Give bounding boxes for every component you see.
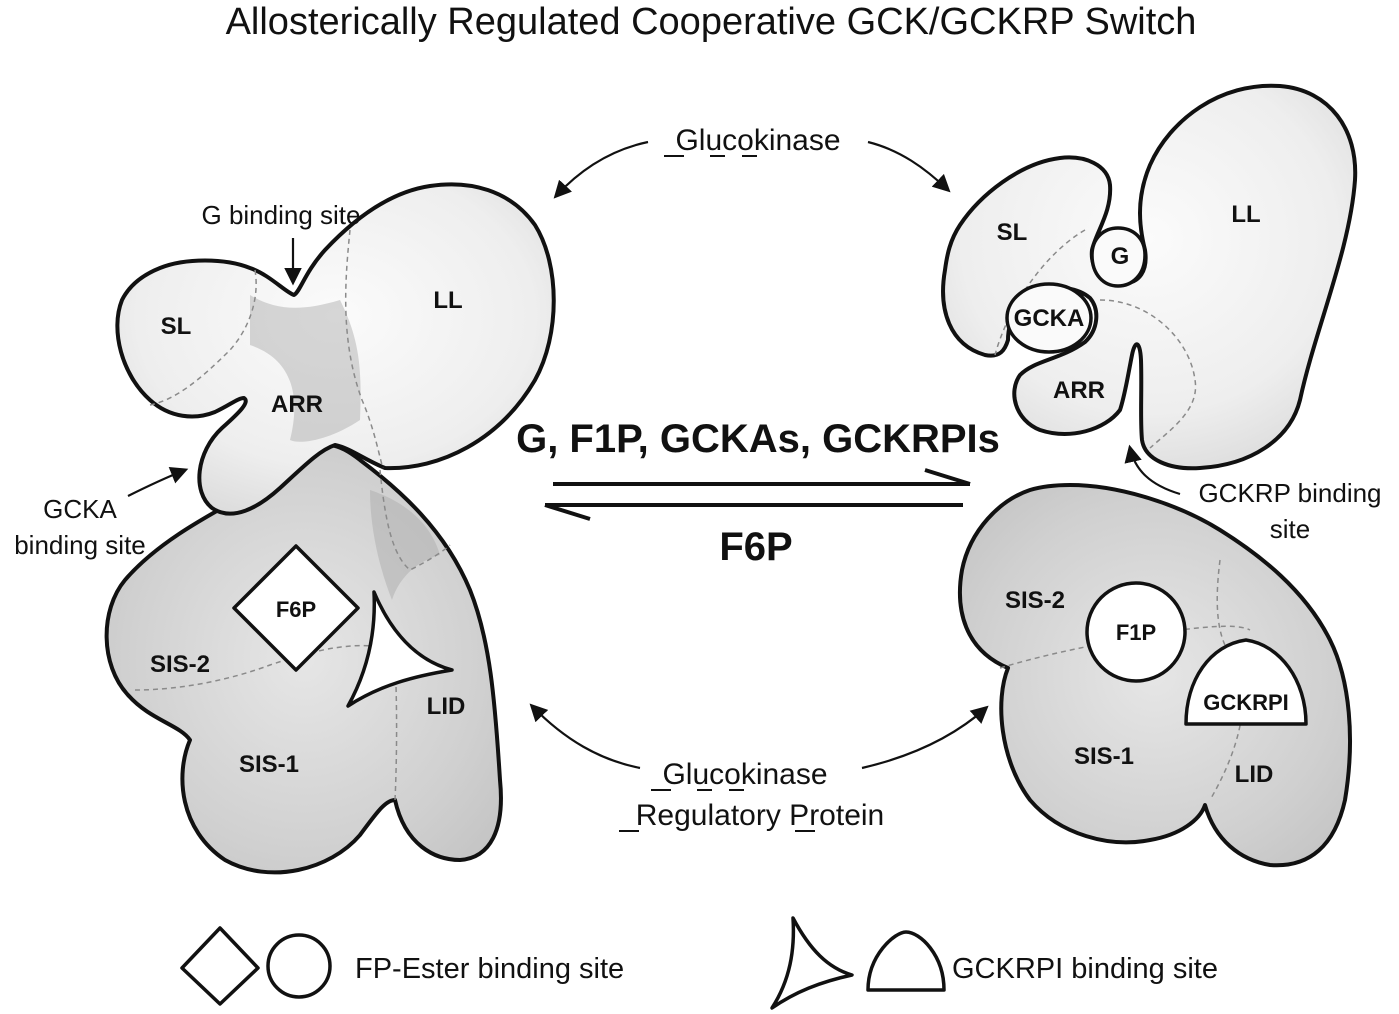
gckrp-part-p: P (789, 799, 809, 832)
gckrp-part-glu: Glu (662, 758, 709, 791)
left-f6p-diamond-site (232, 544, 360, 672)
left-gck-cleft-shade (250, 295, 361, 442)
right-g-pocket (1090, 226, 1147, 288)
gckrp-part-c: c (709, 758, 724, 791)
right-seam-lid (1209, 559, 1244, 801)
gcka-binding-site-label-2: binding site (14, 530, 146, 560)
right-complex: SL LL G ARR GCKA SIS-2 SIS-1 LID F1P GCK… (941, 83, 1382, 868)
diagram-title: Allosterically Regulated Cooperative GCK… (226, 1, 1197, 43)
right-gcka-label: GCKA (1014, 305, 1085, 332)
left-complex: SL LL ARR SIS-2 SIS-1 LID F6P G binding … (14, 182, 556, 875)
gckrp-arrow-left (529, 703, 641, 770)
reverse-arrow-barb (544, 503, 591, 521)
glucokinase-part-c: c (722, 124, 737, 157)
glucokinase-part-k: k (754, 124, 770, 157)
right-gck-shape (941, 83, 1358, 471)
left-arr-label: ARR (271, 391, 323, 418)
gckrp-arrow-right (861, 705, 989, 770)
left-gck-shape (115, 182, 556, 516)
right-ll-label: LL (1231, 201, 1260, 228)
glucokinase-label: Glucokinase (675, 124, 840, 157)
right-seam-ll (1099, 299, 1197, 449)
glucokinase-part-o: o (737, 124, 754, 157)
reverse-conditions-label: F6P (719, 525, 792, 569)
legend-circle-icon (266, 933, 332, 999)
right-gcka-pocket (1005, 282, 1093, 354)
left-gckrp-cleft-shade (370, 490, 440, 600)
gckrp-part-inase: inase (756, 758, 828, 791)
legend-semicircle-icon (866, 930, 946, 992)
g-binding-site-label: G binding site (202, 200, 361, 230)
gckrp-part-r: R (636, 799, 658, 832)
legend-triangle-icon (770, 916, 854, 1010)
left-ll-label: LL (433, 287, 462, 314)
glucokinase-arrow-left (553, 140, 649, 199)
left-sl-label: SL (161, 313, 192, 340)
right-lid-label: LID (1235, 761, 1274, 788)
right-sis2-label: SIS-2 (1005, 587, 1065, 614)
gcka-binding-site-label-1: GCKA (43, 494, 117, 524)
gckrp-label-line1: Glucokinase (662, 758, 827, 791)
right-seam-sl (994, 229, 1086, 356)
right-f1p-circle-site (1085, 581, 1187, 683)
right-gckrpi-semicircle-site (1184, 638, 1308, 726)
left-lid-label: LID (427, 693, 466, 720)
gckrp-part-k: k (741, 758, 757, 791)
glucokinase-arrow-right (867, 140, 951, 193)
gckrp-part-egulatory: egulatory (657, 799, 789, 832)
forward-conditions-label: G, F1P, GCKAs, GCKRPIs (516, 417, 1000, 461)
gckrp-part-o: o (724, 758, 741, 791)
gckrp-binding-site-label-2: site (1270, 514, 1310, 544)
right-gckrpi-label: GCKRPI (1203, 690, 1289, 715)
left-seam-lid (379, 469, 451, 571)
forward-arrow-barb (924, 468, 971, 486)
right-arr-label: ARR (1053, 377, 1105, 404)
gckrp-binding-site-label-1: GCKRP binding (1198, 478, 1381, 508)
left-seam-sis (134, 644, 396, 691)
left-sis2-label: SIS-2 (150, 651, 210, 678)
legend-fp-ester-label: FP-Ester binding site (355, 953, 624, 985)
right-g-label: G (1111, 243, 1130, 270)
gckrp-label-line2: Regulatory Protein (636, 799, 884, 832)
gcka-binding-site-arrow (127, 467, 189, 497)
right-sl-label: SL (997, 219, 1028, 246)
gckrp-part-rotein: rotein (809, 799, 884, 832)
right-sis1-label: SIS-1 (1074, 743, 1134, 770)
legend: FP-Ester binding site GCKRPI binding sit… (180, 916, 1218, 1010)
right-f1p-label: F1P (1116, 620, 1156, 645)
left-seam-ll (344, 229, 384, 469)
legend-diamond-icon (180, 926, 260, 1006)
left-f6p-label: F6P (276, 597, 316, 622)
left-sis1-label: SIS-1 (239, 751, 299, 778)
legend-gckrpi-label: GCKRPI binding site (952, 953, 1218, 985)
glucokinase-part-inase: inase (769, 124, 841, 157)
gckrp-binding-site-arrow (1124, 444, 1181, 496)
glucokinase-part-glu: Glu (675, 124, 722, 157)
left-gckrpi-triangle-site (346, 590, 454, 708)
